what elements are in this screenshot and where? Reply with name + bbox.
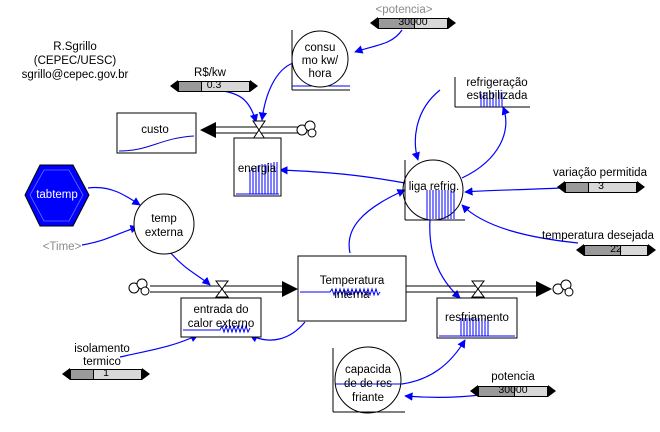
refrigeracao-graph bbox=[454, 77, 530, 108]
capacidade-label-3: friante bbox=[352, 392, 384, 404]
entrada-graph bbox=[183, 324, 251, 334]
potencia-top-slider[interactable]: 30000 bbox=[370, 16, 456, 29]
tabtemp-label: tabtemp bbox=[36, 189, 78, 201]
author-email: sgrillo@cepec.gov.br bbox=[21, 69, 129, 81]
temp-externa-node[interactable] bbox=[133, 193, 195, 255]
entrada-label-2: calor externo bbox=[187, 318, 255, 330]
isolamento-slider[interactable]: 1 bbox=[62, 367, 150, 380]
variacao-value: 3 bbox=[598, 180, 604, 192]
resfriamento-graph bbox=[439, 318, 515, 337]
temperatura-label-1: Temperatura bbox=[319, 275, 385, 287]
potencia-bottom-label: potencia bbox=[491, 371, 535, 383]
link-potencia-to-capacidade bbox=[404, 392, 481, 401]
temp-desejada-value: 22 bbox=[610, 243, 622, 255]
isolamento-label-2: termico bbox=[83, 356, 121, 368]
potencia-shadow-label: <potencia> bbox=[375, 4, 433, 16]
consumo-label-3: hora bbox=[308, 68, 332, 80]
custo-box[interactable] bbox=[116, 112, 197, 154]
link-consumo-to-valve bbox=[258, 62, 294, 121]
energia-label: energia bbox=[237, 163, 277, 175]
link-liga-to-refrig bbox=[461, 106, 510, 179]
link-time-to-tempext bbox=[81, 224, 139, 246]
energia-box[interactable] bbox=[233, 137, 282, 197]
variacao-label: variação permitida bbox=[553, 167, 647, 179]
temp-desejada-slider[interactable]: 22 bbox=[576, 243, 656, 256]
link-potencia-to-consumo bbox=[354, 29, 403, 54]
flow-custo bbox=[200, 120, 317, 140]
link-refrig-to-liga bbox=[411, 89, 441, 161]
link-temperatura-to-liga bbox=[348, 189, 406, 254]
potencia-bottom-value: 30000 bbox=[498, 384, 528, 396]
link-tempdes-to-liga bbox=[461, 204, 579, 244]
temperatura-label-2: interna bbox=[334, 289, 370, 301]
rs-kw-label: R$/kw bbox=[194, 67, 226, 79]
capacidade-label-1: capacida bbox=[344, 364, 392, 376]
link-variacao-to-liga bbox=[464, 187, 561, 196]
link-tabtemp-to-tempext bbox=[87, 186, 141, 206]
resfriamento-box[interactable] bbox=[436, 297, 518, 339]
cloud-icon bbox=[296, 120, 317, 138]
refrigeracao-label-1: refrigeração bbox=[466, 77, 528, 89]
refrigeracao-label-2: estabilizada bbox=[466, 90, 528, 102]
consumo-label-1: consu bbox=[304, 42, 336, 54]
potencia-bottom-slider[interactable]: 30000 bbox=[470, 384, 556, 397]
cloud-icon bbox=[552, 279, 574, 297]
tabtemp-hexagon[interactable] bbox=[24, 164, 90, 227]
consumo-label-2: mo kw/ bbox=[301, 55, 339, 67]
rs-kw-slider[interactable]: 0.3 bbox=[170, 79, 258, 92]
time-shadow-label: <Time> bbox=[42, 241, 82, 253]
liga-refrig-label: liga refrig. bbox=[408, 181, 460, 193]
resfriamento-label: resfriamento bbox=[445, 312, 509, 324]
capacidade-label-2: de de res bbox=[344, 378, 392, 390]
flow-entrada-calor bbox=[128, 278, 298, 298]
link-tempext-to-entrada bbox=[169, 251, 211, 286]
entrada-label-1: entrada do bbox=[193, 304, 249, 316]
link-liga-to-energia bbox=[279, 166, 406, 184]
temp-externa-label-2: externa bbox=[144, 227, 184, 239]
custo-graph bbox=[118, 135, 195, 152]
link-rskw-to-valve bbox=[214, 89, 259, 123]
energia-graph bbox=[236, 162, 279, 195]
author-org: (CEPEC/UESC) bbox=[33, 55, 117, 67]
isolamento-value: 1 bbox=[103, 367, 109, 379]
temperatura-graph bbox=[300, 287, 381, 297]
custo-label: custo bbox=[141, 124, 169, 136]
link-isolamento-to-entrada bbox=[119, 334, 199, 358]
link-capacidade-to-resfriamento bbox=[401, 339, 466, 385]
flow-resfriamento bbox=[406, 279, 574, 298]
consumo-node[interactable] bbox=[291, 30, 350, 91]
temp-desejada-label: temperatura desejada bbox=[542, 230, 654, 242]
capacidade-node[interactable] bbox=[332, 346, 405, 414]
rs-kw-value: 0.3 bbox=[206, 79, 222, 91]
isolamento-label-1: isolamento bbox=[74, 343, 130, 355]
cloud-icon bbox=[128, 278, 150, 296]
temp-externa-label-1: temp bbox=[151, 213, 177, 225]
variacao-slider[interactable]: 3 bbox=[557, 180, 645, 193]
author-name: R.Sgrillo bbox=[53, 41, 97, 53]
liga-refrig-node[interactable] bbox=[402, 159, 465, 221]
potencia-top-value: 30000 bbox=[398, 16, 428, 28]
